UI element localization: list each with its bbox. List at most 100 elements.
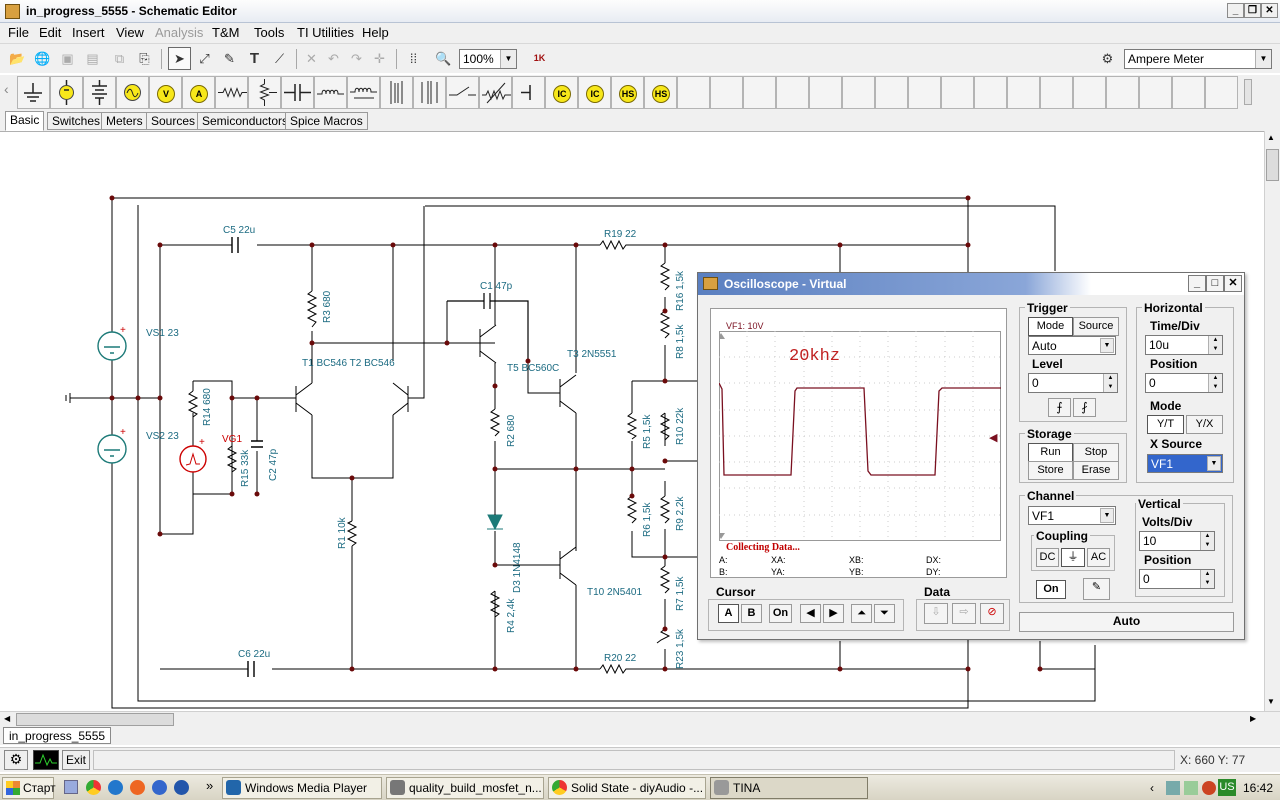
cursor-up-icon[interactable]: ⏶ <box>851 604 872 623</box>
zoom-select[interactable]: 100% ▼ <box>459 49 517 69</box>
potentiometer-icon[interactable] <box>248 76 281 109</box>
menu-tm[interactable]: T&M <box>212 25 240 40</box>
tray-icon[interactable] <box>1202 781 1216 795</box>
empty-slot[interactable] <box>1172 76 1205 109</box>
tab-switches[interactable]: Switches <box>47 112 106 130</box>
task-solid-state[interactable]: Solid State - diyAudio -... <box>548 777 706 799</box>
spin-up-icon[interactable]: ▲ <box>1200 532 1214 541</box>
cursor-right-icon[interactable]: ▶ <box>823 604 844 623</box>
volts-div-input[interactable]: 10 ▲ ▼ <box>1139 531 1215 551</box>
lang-indicator[interactable]: US <box>1218 779 1236 796</box>
meter-select[interactable]: Ampere Meter ▼ <box>1124 49 1272 69</box>
varistor-icon[interactable] <box>479 76 512 109</box>
tray-icon[interactable] <box>1184 781 1198 795</box>
tab-semiconductors[interactable]: Semiconductors <box>197 112 294 130</box>
empty-slot[interactable] <box>776 76 809 109</box>
task-quality-build[interactable]: quality_build_mosfet_n... <box>386 777 544 799</box>
overflow-chevron-icon[interactable]: » <box>206 778 214 793</box>
empty-slot[interactable] <box>1040 76 1073 109</box>
spin-up-icon[interactable]: ▲ <box>1103 374 1117 383</box>
empty-slot[interactable] <box>1106 76 1139 109</box>
copy-icon[interactable]: ⧉ <box>114 51 125 66</box>
ammeter-icon[interactable]: A <box>182 76 215 109</box>
tab-meters[interactable]: Meters <box>101 112 148 130</box>
spin-down-icon[interactable]: ▼ <box>1208 345 1222 354</box>
transformer-core-icon[interactable] <box>413 76 446 109</box>
maximize-button[interactable]: □ <box>1206 275 1224 292</box>
spin-down-icon[interactable]: ▼ <box>1208 383 1222 392</box>
crosshair-icon[interactable]: ✛ <box>374 51 385 66</box>
x-source-select[interactable]: VF1 ▼ <box>1147 454 1223 473</box>
spin-down-icon[interactable]: ▼ <box>1200 541 1214 550</box>
folder-icon[interactable]: ▤ <box>86 51 99 66</box>
undo-icon[interactable]: ↶ <box>328 51 339 66</box>
web-icon[interactable]: 🌐 <box>34 51 51 66</box>
tray-chevron-icon[interactable]: ‹ <box>1150 781 1154 795</box>
empty-slot[interactable] <box>743 76 776 109</box>
color-pen-icon[interactable]: ✎ <box>1083 578 1110 600</box>
ground-icon[interactable]: ⏚ <box>1061 548 1085 567</box>
menu-insert[interactable]: Insert <box>72 25 105 40</box>
empty-slot[interactable] <box>875 76 908 109</box>
chrome-icon[interactable] <box>86 780 101 795</box>
empty-slot[interactable] <box>842 76 875 109</box>
vertical-scrollbar[interactable]: ▲ ▼ <box>1264 131 1280 711</box>
empty-slot[interactable] <box>809 76 842 109</box>
run-button[interactable]: Run <box>1028 443 1073 462</box>
wire-select-icon[interactable]: ⤢ <box>199 51 210 66</box>
falling-edge-icon[interactable]: ⨏ <box>1073 398 1096 417</box>
spin-up-icon[interactable]: ▲ <box>1208 336 1222 345</box>
time-div-input[interactable]: 10u ▲ ▼ <box>1145 335 1223 355</box>
cursor-on-button[interactable]: On <box>769 604 792 623</box>
zoom-icon[interactable]: 🔍 <box>435 51 452 66</box>
trigger-level-input[interactable]: 0 ▲ ▼ <box>1028 373 1118 393</box>
close-button[interactable]: ✕ <box>1224 275 1242 292</box>
ac-source-icon[interactable] <box>116 76 149 109</box>
task-tina[interactable]: TINA <box>710 777 868 799</box>
scroll-down-icon[interactable]: ▼ <box>1267 697 1275 706</box>
menu-file[interactable]: File <box>8 25 29 40</box>
empty-slot[interactable] <box>710 76 743 109</box>
scroll-left-icon[interactable]: ‹ <box>4 81 9 97</box>
empty-slot[interactable] <box>1139 76 1172 109</box>
menu-view[interactable]: View <box>116 25 144 40</box>
ground-icon[interactable] <box>17 76 50 109</box>
network-icon[interactable] <box>1166 781 1180 795</box>
trigger-mode-select[interactable]: Auto ▼ <box>1028 336 1116 355</box>
channel-on-button[interactable]: On <box>1036 580 1066 599</box>
transformer-icon[interactable] <box>380 76 413 109</box>
redo-icon[interactable]: ↷ <box>351 51 362 66</box>
stop-button[interactable]: Stop <box>1073 443 1119 462</box>
current-controlled-icon[interactable]: IC <box>545 76 578 109</box>
scroll-up-icon[interactable]: ▲ <box>1267 133 1275 142</box>
oscilloscope-icon[interactable] <box>33 750 59 770</box>
paste-icon[interactable]: ⎘ <box>139 51 150 66</box>
clear-icon[interactable]: ⊘ <box>980 603 1004 624</box>
empty-slot[interactable] <box>677 76 710 109</box>
empty-slot[interactable] <box>908 76 941 109</box>
probe-icon[interactable]: 1K <box>533 53 546 63</box>
component-bar-scroll[interactable] <box>1244 79 1252 105</box>
mode-yx-button[interactable]: Y/X <box>1186 415 1223 434</box>
menu-help[interactable]: Help <box>362 25 389 40</box>
open-icon[interactable]: 📂 <box>9 51 26 66</box>
show-desktop-icon[interactable] <box>64 780 78 794</box>
menu-analysis[interactable]: Analysis <box>155 25 204 40</box>
firefox-icon[interactable] <box>130 780 145 795</box>
empty-slot[interactable] <box>1007 76 1040 109</box>
export-icon[interactable]: ⇨ <box>952 603 976 624</box>
delete-icon[interactable]: ✕ <box>306 51 317 66</box>
current-controlled2-icon[interactable]: IC <box>578 76 611 109</box>
h-position-input[interactable]: 0 ▲ ▼ <box>1145 373 1223 393</box>
empty-slot[interactable] <box>1205 76 1238 109</box>
inductor-icon[interactable] <box>314 76 347 109</box>
grid-icon[interactable]: ⁞⁞ <box>409 51 418 66</box>
spin-down-icon[interactable]: ▼ <box>1103 383 1117 392</box>
menu-edit[interactable]: Edit <box>39 25 62 40</box>
battery-icon[interactable] <box>50 76 83 109</box>
media-icon[interactable] <box>152 780 167 795</box>
multi-battery-icon[interactable] <box>83 76 116 109</box>
store-button[interactable]: Store <box>1028 461 1073 480</box>
switch-icon[interactable] <box>446 76 479 109</box>
minimize-button[interactable]: _ <box>1227 3 1244 18</box>
